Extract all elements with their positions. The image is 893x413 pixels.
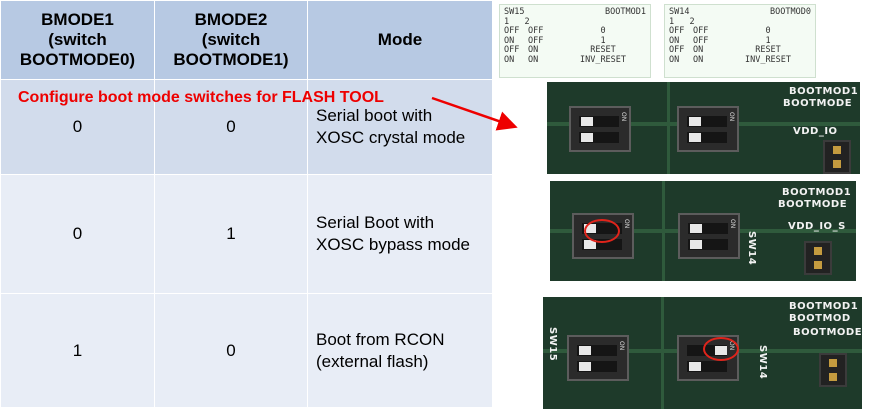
row1-bmode2: 0 (154, 79, 308, 175)
bmode2-header: BMODE2 (switch BOOTMODE1) (154, 0, 308, 80)
row2-mode-line1: Serial Boot with (316, 213, 435, 232)
jumper-header (819, 353, 847, 387)
jumper-header (804, 241, 832, 275)
board2-label-2: BOOTMODE (778, 199, 848, 210)
row1-mode-line2: XOSC crystal mode (316, 128, 466, 147)
board1-label-3: VDD_IO (793, 126, 838, 137)
sw14-legend-title: SW14 (669, 7, 690, 17)
highlight-circle (584, 219, 620, 243)
board-photo-2: ON ON BOOTMOD1 BOOTMODE VDD_IO_S SW14 (550, 181, 856, 281)
sw15-legend-title: SW15 (504, 7, 525, 17)
board3-label-3: BOOTMODE (793, 327, 862, 338)
bmode2-header-line3: BOOTMODE1) (173, 50, 289, 69)
jumper-header (823, 140, 851, 174)
row3-mode-line2: (external flash) (316, 351, 429, 371)
row3-bmode2: 0 (154, 293, 308, 408)
board-photo-1: ON ON BOOTMOD1 BOOTMODE VDD_IO (547, 82, 860, 174)
row1-mode-line1: Serial boot with (316, 106, 433, 125)
mode-header-label: Mode (377, 30, 423, 49)
board-photo-3: ON ON BOOTMOD1 BOOTMOD BOOTMODE SW14 SW1… (543, 297, 862, 409)
row2-bmode2: 1 (154, 174, 308, 294)
flash-tool-callout: Configure boot mode switches for FLASH T… (18, 89, 384, 106)
bmode2-header-line1: BMODE2 (194, 10, 268, 29)
board2-label-1: BOOTMOD1 (782, 187, 852, 198)
sw14-legend-signal: BOOTMOD0 (770, 7, 811, 17)
row3-bmode1: 1 (0, 293, 155, 408)
board1-label-1: BOOTMOD1 (789, 86, 859, 97)
sw14-switch: ON (677, 106, 739, 152)
bmode1-header-line2: (switch (48, 30, 107, 49)
bmode1-header-line1: BMODE1 (41, 10, 114, 29)
row2-mode-line2: XOSC bypass mode (316, 235, 471, 254)
sw15-legend-signal: BOOTMOD1 (605, 7, 646, 17)
board3-label-2: BOOTMOD (789, 313, 851, 324)
board1-label-2: BOOTMODE (783, 98, 853, 109)
bmode1-header-line3: BOOTMODE0) (19, 50, 136, 69)
board3-label-5: SW15 (547, 327, 558, 362)
sw14-switch: ON (678, 213, 740, 259)
board2-label-3: VDD_IO_S (788, 221, 846, 232)
sw15-legend-numbers: 1 2 (504, 16, 530, 27)
row3-mode-line1: Boot from RCON (316, 329, 445, 349)
row2-bmode1: 0 (0, 174, 155, 294)
bmode2-header-line2: (switch (201, 30, 261, 49)
board3-label-4: SW14 (757, 345, 768, 380)
bmode1-header: BMODE1 (switch BOOTMODE0) (0, 0, 155, 80)
board3-label-1: BOOTMOD1 (789, 301, 859, 312)
sw15-switch: ON (569, 106, 631, 152)
sw15-switch: ON (567, 335, 629, 381)
highlight-circle (703, 337, 739, 361)
board2-label-4: SW14 (746, 231, 757, 266)
row3-mode: Boot from RCON (external flash) (307, 293, 493, 408)
mode-header: Mode (307, 0, 493, 80)
sw14-legend-numbers: 1 2 (669, 16, 695, 27)
row2-mode: Serial Boot with XOSC bypass mode (307, 174, 493, 294)
